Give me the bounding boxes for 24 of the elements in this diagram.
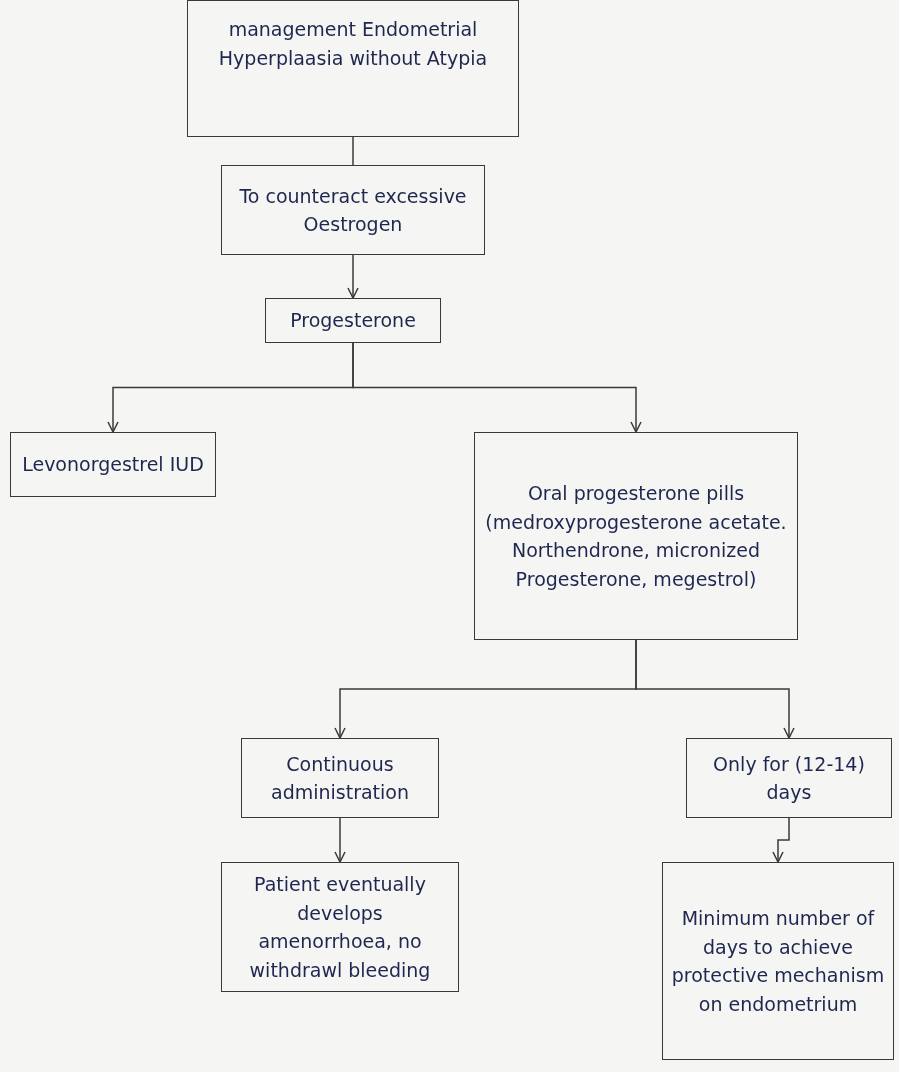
process-box (474, 432, 798, 640)
box-text: Only for (12-14) days (712, 751, 866, 805)
process-box (662, 862, 894, 1060)
process-box (221, 165, 485, 255)
arrow (635, 639, 795, 739)
box-text: Continuous administration (270, 751, 410, 805)
box-text: Progesterone (290, 308, 416, 334)
box-text: To counteract excessive Oestrogen (238, 183, 468, 237)
process-box (10, 432, 216, 497)
box-text: Minimum number of days to achieve protective mechanism on endometrium (670, 906, 886, 1017)
arrow (352, 342, 642, 433)
box-text: management Endometrial Hyperplaasia without Atypia (217, 17, 489, 71)
process-box (187, 0, 519, 137)
process-box (241, 738, 439, 818)
box-text: Levonorgestrel IUD (22, 452, 204, 478)
connector-line (352, 136, 354, 166)
box-text: Patient eventually develops amenorrhoea, no withdrawl bleeding (248, 872, 432, 983)
process-box (265, 298, 441, 343)
box-text: Oral progesterone pills (medroxyprogesterone acetate. Northendrone, micronized Progesterone, megestrol) (484, 481, 788, 592)
process-box (221, 862, 459, 992)
arrow (347, 254, 359, 299)
arrow (334, 817, 346, 863)
process-box (686, 738, 892, 818)
arrow (772, 817, 790, 863)
